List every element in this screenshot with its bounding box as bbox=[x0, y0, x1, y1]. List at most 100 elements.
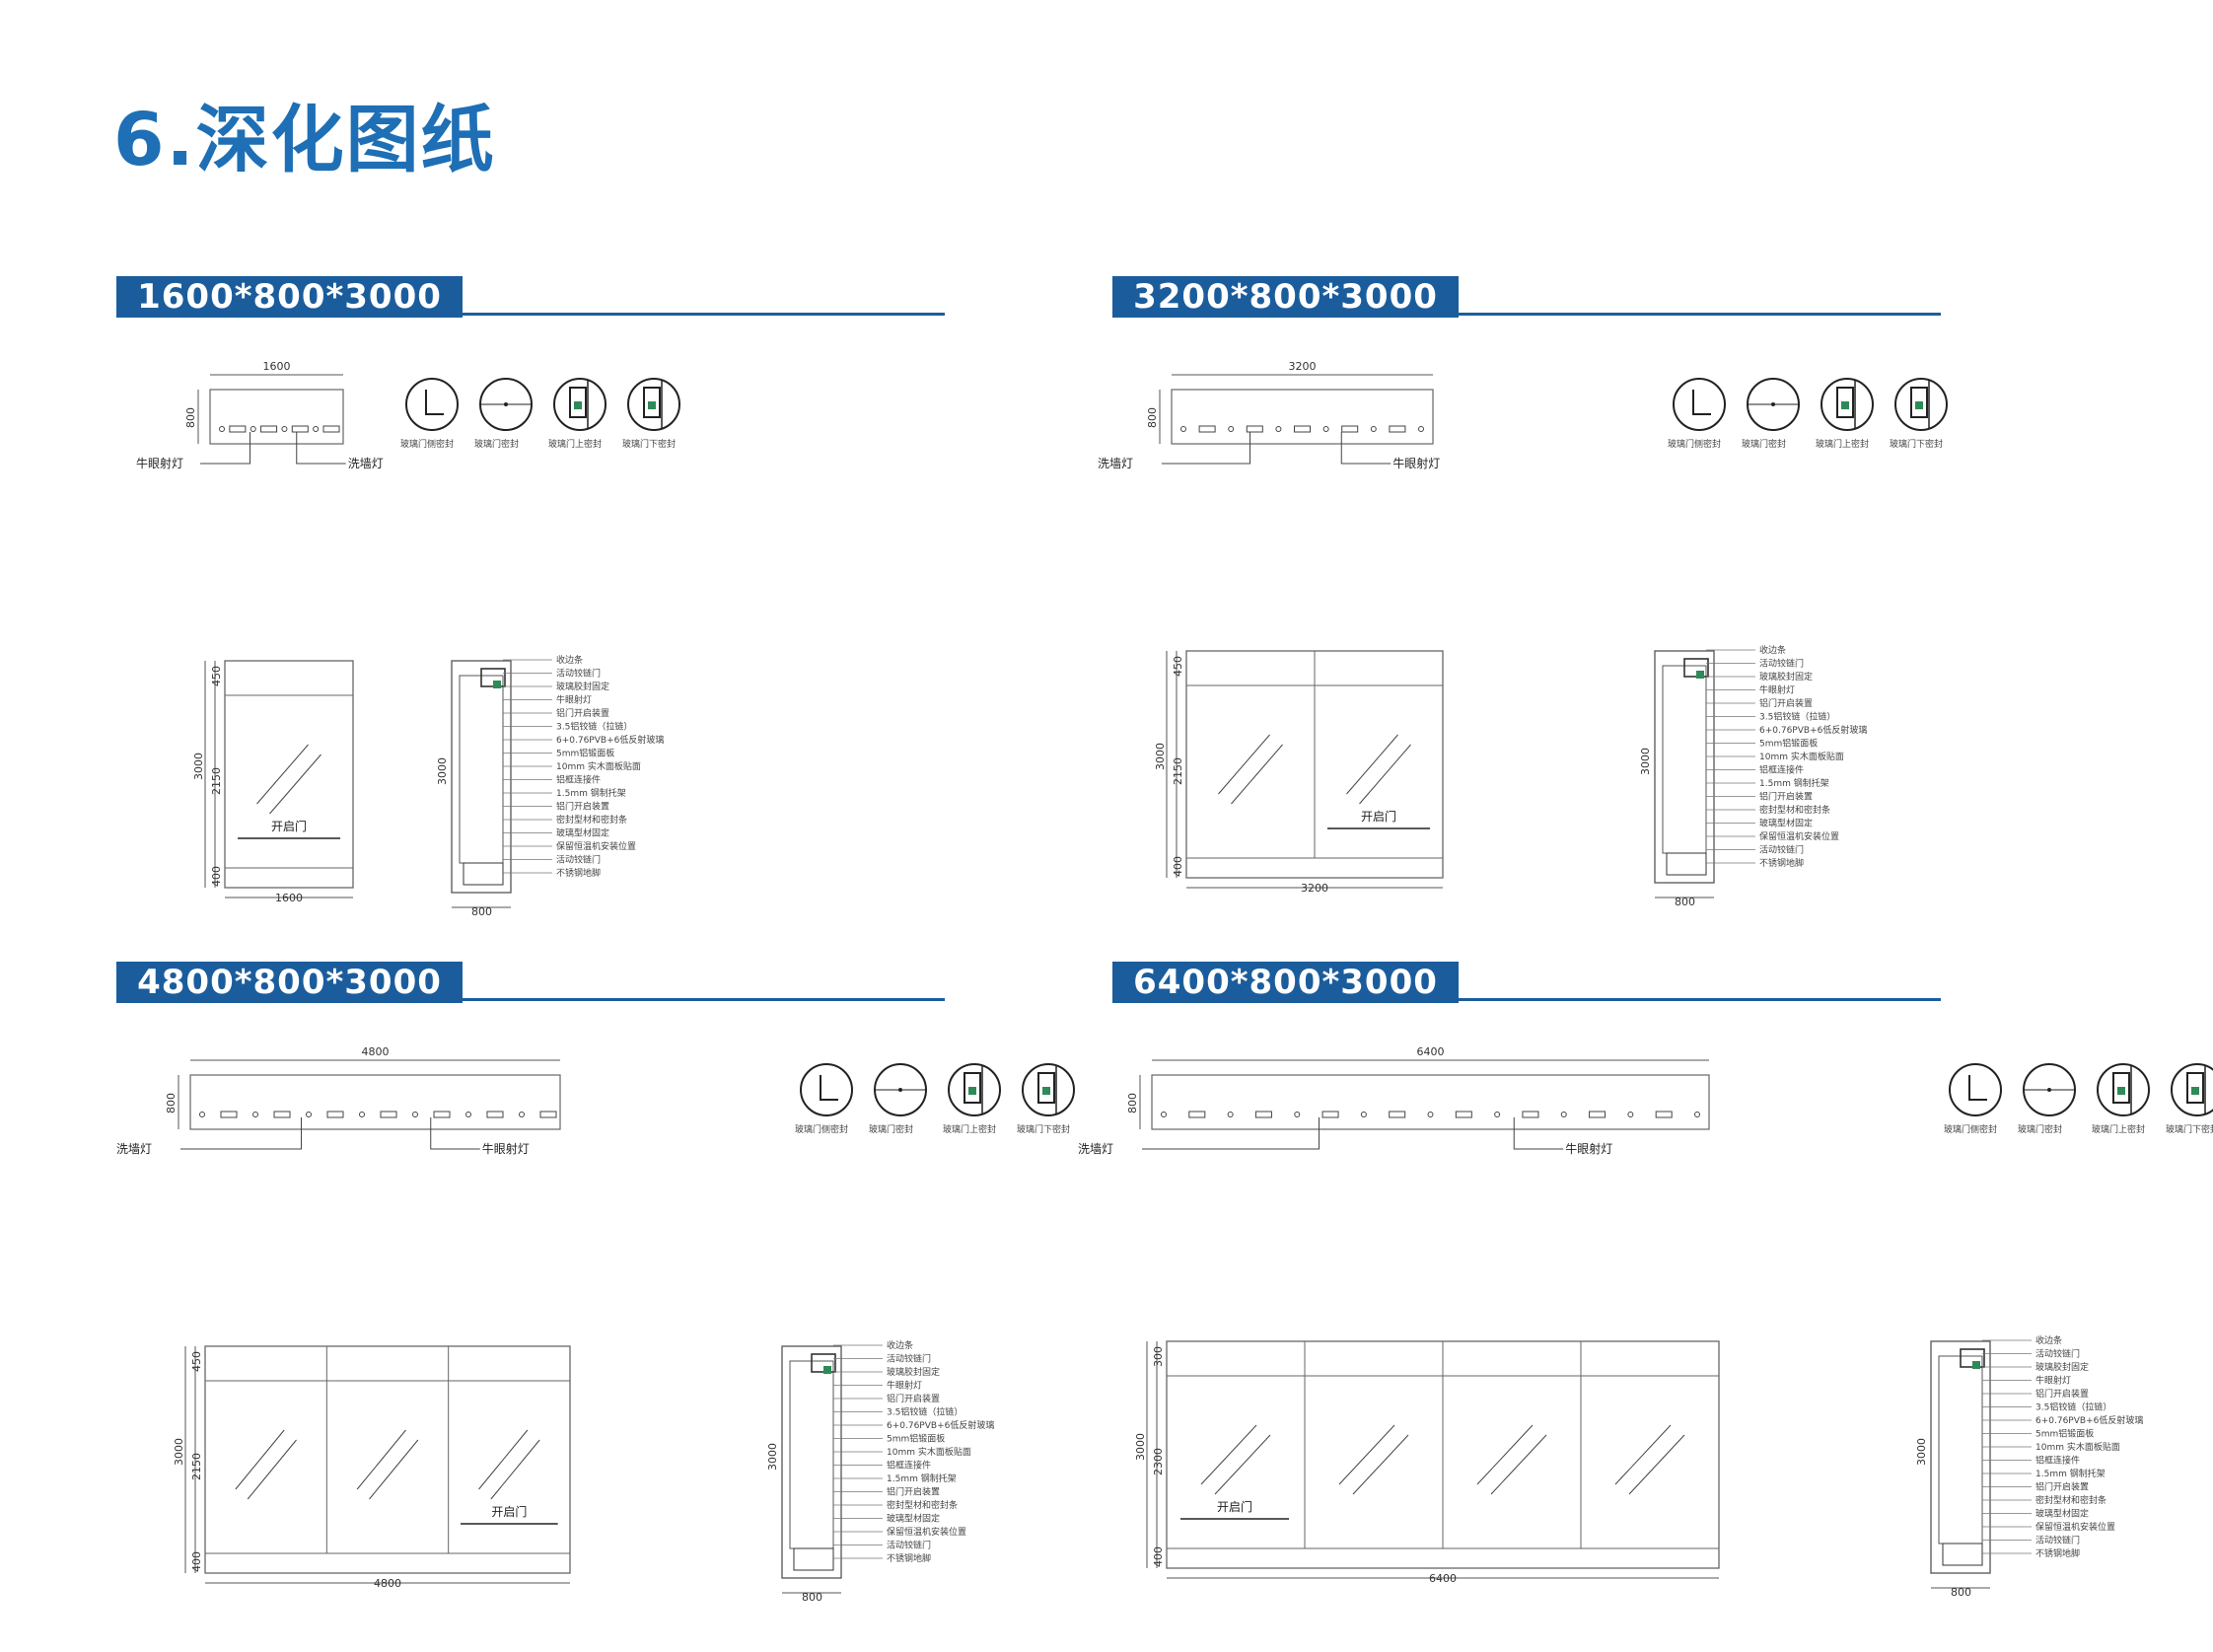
section-annotation: 保留恒温机安装位置 bbox=[1759, 830, 1839, 842]
section-annotation: 5mm铝锻面板 bbox=[2035, 1428, 2094, 1440]
light-label-b: 牛眼射灯 bbox=[1565, 1141, 1612, 1156]
detail-1: 玻璃门侧密封 bbox=[400, 378, 459, 450]
section-annotation: 密封型材和密封条 bbox=[556, 814, 627, 826]
detail-2: 玻璃门密封 bbox=[869, 1063, 927, 1135]
side-height-dimension: 3000 bbox=[766, 1443, 779, 1471]
door-open-label: 开启门 bbox=[271, 819, 307, 833]
detail-4: 玻璃门下密封 bbox=[1890, 378, 1948, 450]
detail-caption: 玻璃门侧密封 bbox=[400, 438, 454, 450]
page-title: 6.深化图纸 bbox=[113, 98, 496, 182]
elevation-width-dimension: 1600 bbox=[275, 892, 303, 904]
detail-caption: 玻璃门侧密封 bbox=[1668, 438, 1721, 450]
door-open-label: 开启门 bbox=[1361, 809, 1396, 824]
section-annotation: 活动铰链门 bbox=[2035, 1348, 2080, 1360]
section-annotation: 铝门开启装置 bbox=[1759, 697, 1813, 709]
section-annotation: 3.5铝铰链（拉链） bbox=[887, 1406, 963, 1418]
section-annotation: 牛眼射灯 bbox=[1759, 684, 1795, 696]
section-annotation: 3.5铝铰链（拉链） bbox=[1759, 711, 1835, 723]
section-annotation: 3.5铝铰链（拉链） bbox=[2035, 1401, 2111, 1413]
door-open-label: 开启门 bbox=[1217, 1499, 1252, 1514]
side-depth-dimension: 800 bbox=[1951, 1586, 1971, 1599]
section-annotation: 活动铰链门 bbox=[556, 854, 601, 866]
section-annotation: 保留恒温机安装位置 bbox=[556, 840, 636, 852]
elevation-height-dimension: 3000 bbox=[192, 753, 205, 780]
detail-caption: 玻璃门下密封 bbox=[1017, 1123, 1070, 1135]
detail-3: 玻璃门上密封 bbox=[943, 1063, 1001, 1135]
side-height-dimension: 3000 bbox=[1915, 1438, 1928, 1466]
section-annotation: 牛眼射灯 bbox=[887, 1380, 922, 1392]
plan-width-dimension: 6400 bbox=[1417, 1045, 1445, 1058]
section-annotation: 6+0.76PVB+6低反射玻璃 bbox=[2035, 1414, 2143, 1426]
section-annotation: 铝门开启装置 bbox=[2035, 1481, 2089, 1493]
detail-1: 玻璃门侧密封 bbox=[795, 1063, 853, 1135]
detail-1: 玻璃门侧密封 bbox=[1944, 1063, 2002, 1135]
detail-4: 玻璃门下密封 bbox=[2166, 1063, 2213, 1135]
side-depth-dimension: 800 bbox=[1675, 896, 1695, 908]
detail-caption: 玻璃门密封 bbox=[869, 1123, 913, 1135]
elevation-height-dimension: 3000 bbox=[1134, 1433, 1147, 1461]
section-label: 1600*800*3000 bbox=[116, 276, 463, 318]
side-section-drawing: 8003000收边条活动铰链门玻璃胶封固定牛眼射灯铝门开启装置3.5铝铰链（拉链… bbox=[1915, 1334, 2143, 1599]
section-annotation: 玻璃胶封固定 bbox=[1759, 671, 1813, 682]
elevation-width-dimension: 3200 bbox=[1301, 882, 1328, 895]
section-annotation: 10mm 实木面板贴面 bbox=[1759, 751, 1844, 762]
section-annotation: 1.5mm 钢制托架 bbox=[887, 1472, 957, 1484]
light-label-b: 牛眼射灯 bbox=[482, 1141, 530, 1156]
section-annotation: 收边条 bbox=[1759, 644, 1786, 656]
detail-4: 玻璃门下密封 bbox=[1017, 1063, 1075, 1135]
detail-caption: 玻璃门下密封 bbox=[2166, 1123, 2213, 1135]
section-annotation: 铝门开启装置 bbox=[2035, 1388, 2089, 1400]
light-label-b: 牛眼射灯 bbox=[1392, 456, 1440, 470]
section-annotation: 5mm铝锻面板 bbox=[887, 1433, 945, 1445]
elevation-height-dimension: 3000 bbox=[173, 1438, 185, 1466]
section-annotation: 铝框连接件 bbox=[2035, 1455, 2080, 1467]
detail-caption: 玻璃门侧密封 bbox=[1944, 1123, 1997, 1135]
plan-width-dimension: 1600 bbox=[263, 360, 291, 373]
section-annotation: 不锈钢地脚 bbox=[887, 1552, 931, 1564]
detail-caption: 玻璃门密封 bbox=[474, 438, 519, 450]
section-annotation: 铝框连接件 bbox=[556, 774, 601, 786]
section-annotation: 5mm铝锻面板 bbox=[1759, 738, 1818, 750]
section-annotation: 1.5mm 钢制托架 bbox=[2035, 1468, 2106, 1479]
section-annotation: 密封型材和密封条 bbox=[2035, 1494, 2106, 1506]
light-label-a: 洗墙灯 bbox=[116, 1142, 152, 1156]
detail-1: 玻璃门侧密封 bbox=[1668, 378, 1726, 450]
section-annotation: 1.5mm 钢制托架 bbox=[556, 787, 626, 799]
elevation-width-dimension: 4800 bbox=[374, 1577, 401, 1590]
section-annotation: 保留恒温机安装位置 bbox=[2035, 1521, 2115, 1533]
elevation-bottom-dimension: 400 bbox=[190, 1551, 203, 1572]
detail-3: 玻璃门上密封 bbox=[1816, 378, 1874, 450]
light-label-a: 洗墙灯 bbox=[1098, 457, 1133, 470]
section-annotation: 铝门开启装置 bbox=[1759, 791, 1813, 803]
section-annotation: 铝门开启装置 bbox=[887, 1486, 940, 1498]
elevation-mid-dimension: 2150 bbox=[210, 767, 223, 795]
section-annotation: 6+0.76PVB+6低反射玻璃 bbox=[556, 734, 664, 746]
side-height-dimension: 3000 bbox=[1639, 748, 1652, 775]
section-annotation: 铝框连接件 bbox=[1759, 764, 1804, 776]
section-annotation: 玻璃胶封固定 bbox=[556, 681, 609, 692]
side-section-drawing: 8003000收边条活动铰链门玻璃胶封固定牛眼射灯铝门开启装置3.5铝铰链（拉链… bbox=[1639, 644, 1867, 908]
plan-view-drawing: 6400800洗墙灯牛眼射灯 bbox=[1078, 1045, 1710, 1156]
plan-depth-dimension: 800 bbox=[1126, 1093, 1139, 1113]
section-rule bbox=[1459, 998, 1941, 1001]
light-label-b: 洗墙灯 bbox=[348, 457, 384, 470]
section-annotation: 收边条 bbox=[887, 1339, 913, 1351]
detail-caption: 玻璃门上密封 bbox=[548, 438, 602, 450]
sealing-details: 玻璃门侧密封玻璃门密封玻璃门上密封玻璃门下密封 bbox=[1668, 378, 1948, 450]
section-annotation: 玻璃胶封固定 bbox=[2035, 1361, 2089, 1373]
light-label-a: 牛眼射灯 bbox=[136, 456, 183, 470]
sealing-details: 玻璃门侧密封玻璃门密封玻璃门上密封玻璃门下密封 bbox=[400, 378, 680, 450]
section-annotation: 玻璃型材固定 bbox=[2035, 1508, 2089, 1520]
detail-caption: 玻璃门上密封 bbox=[2092, 1123, 2145, 1135]
section-annotation: 密封型材和密封条 bbox=[887, 1499, 958, 1511]
elevation-top-dimension: 450 bbox=[1172, 656, 1184, 677]
detail-3: 玻璃门上密封 bbox=[548, 378, 607, 450]
section-annotation: 收边条 bbox=[2035, 1334, 2062, 1346]
section-annotation: 活动铰链门 bbox=[887, 1540, 931, 1551]
section-annotation: 10mm 实木面板贴面 bbox=[887, 1446, 971, 1458]
